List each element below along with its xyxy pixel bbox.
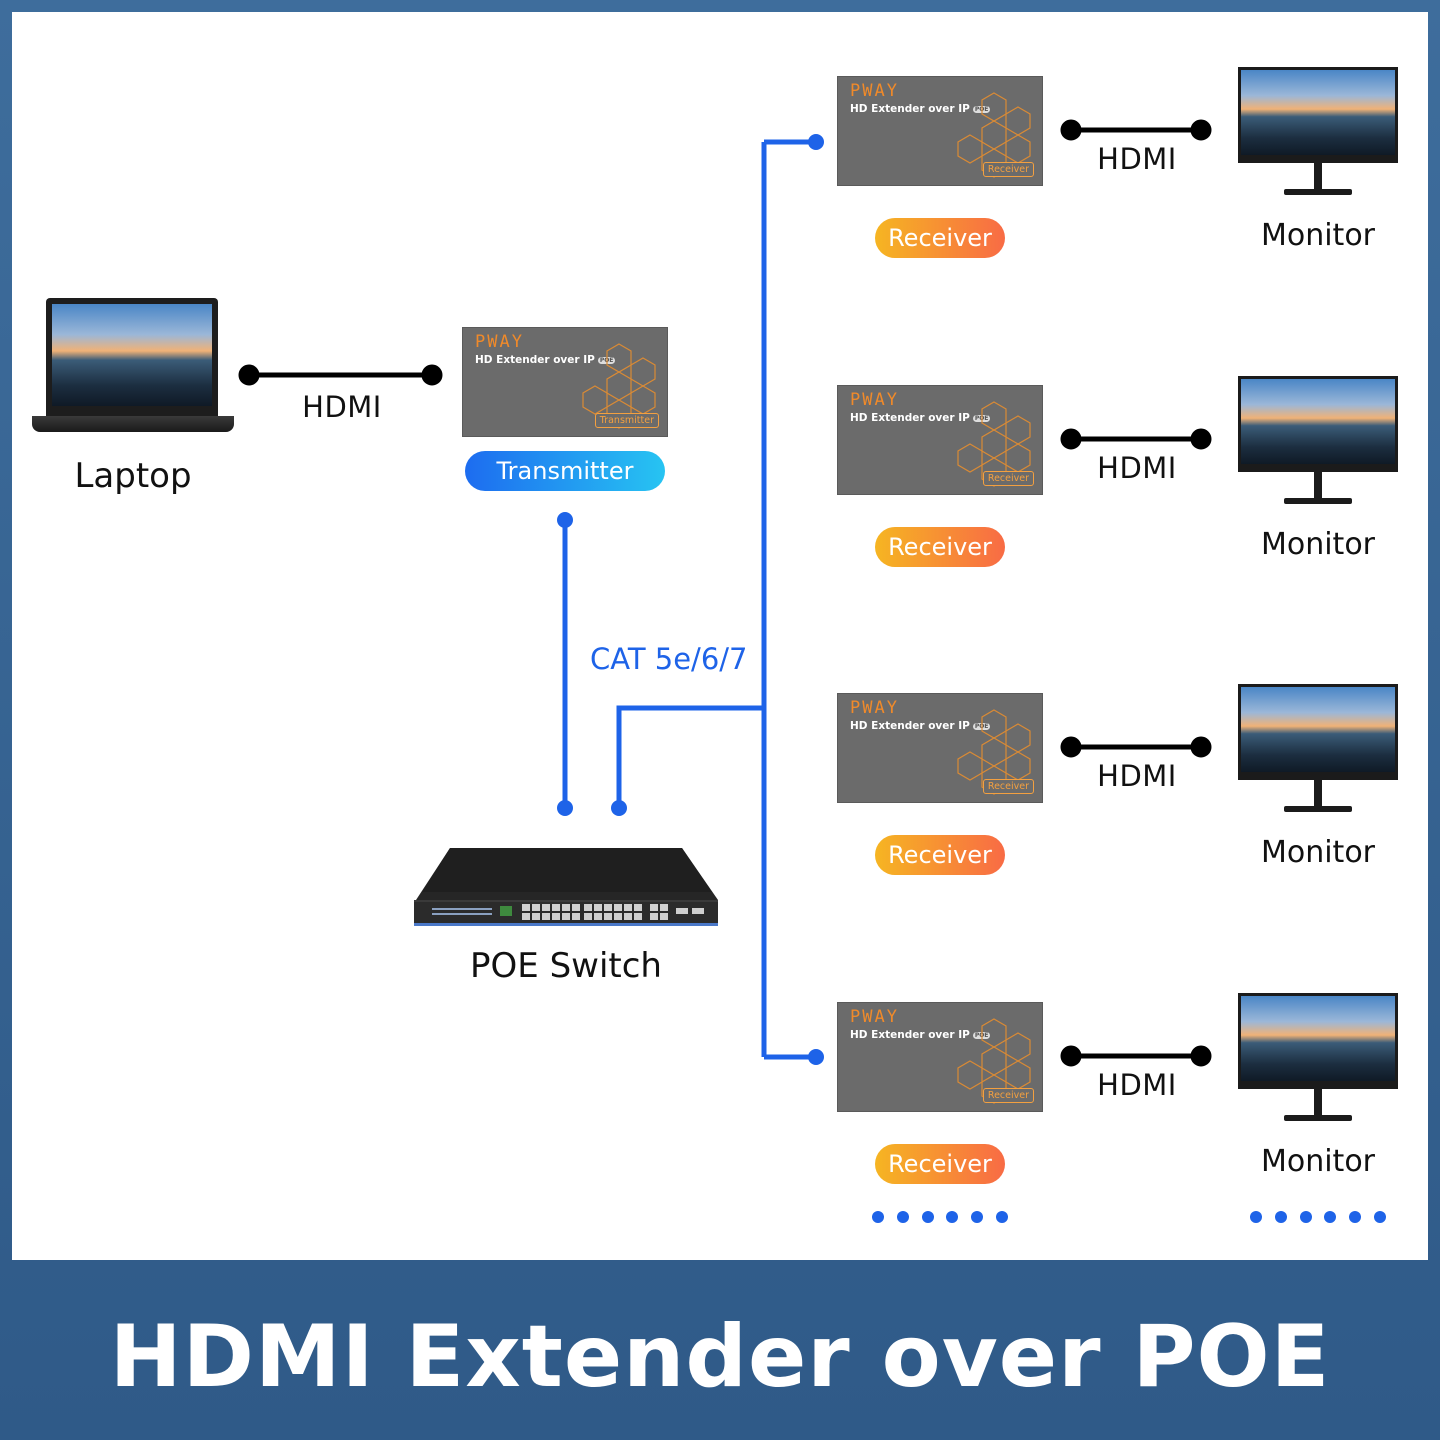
laptop-label: Laptop	[74, 456, 192, 496]
brand-logo: PWAY	[850, 1007, 899, 1027]
brand-logo: PWAY	[850, 81, 899, 101]
monitor-label: Monitor	[1260, 1144, 1376, 1179]
receiver-pill: Receiver	[875, 527, 1005, 567]
monitor-icon	[1238, 67, 1398, 197]
monitor-icon	[1238, 376, 1398, 506]
device-tag: Receiver	[982, 779, 1034, 794]
more-dots-icon	[872, 1211, 1386, 1223]
receiver-hdmi-label: HDMI	[1097, 1068, 1177, 1102]
receiver-hdmi-label: HDMI	[1097, 451, 1177, 485]
brand-logo: PWAY	[475, 332, 524, 352]
poe-switch-icon	[414, 848, 718, 926]
laptop-hdmi-label: HDMI	[302, 390, 382, 424]
monitor-label: Monitor	[1260, 527, 1376, 562]
monitor-icon	[1238, 993, 1398, 1123]
transmitter-pill: Transmitter	[465, 451, 665, 491]
monitor-label: Monitor	[1260, 218, 1376, 253]
cable-label: CAT 5e/6/7	[590, 642, 748, 676]
device-tag: Receiver	[982, 162, 1034, 177]
laptop-hdmi-line	[238, 364, 443, 386]
network-cable-dots	[557, 134, 824, 1065]
receiver-hdmi-label: HDMI	[1097, 759, 1177, 793]
receiver-hdmi-lines	[1060, 119, 1212, 1067]
switch-label: POE Switch	[470, 946, 662, 986]
receiver-hdmi-label: HDMI	[1097, 142, 1177, 176]
hexagon-pattern-icon	[957, 709, 1031, 795]
receiver-pill: Receiver	[875, 218, 1005, 258]
brand-logo: PWAY	[850, 390, 899, 410]
monitor-label: Monitor	[1260, 835, 1376, 870]
page-title: HDMI Extender over POE	[109, 1307, 1331, 1407]
brand-logo: PWAY	[850, 698, 899, 718]
laptop-icon	[32, 298, 234, 436]
monitor-icon	[1238, 684, 1398, 814]
device-tag: Transmitter	[594, 413, 659, 428]
receiver-pill: Receiver	[875, 1144, 1005, 1184]
device-tag: Receiver	[982, 1088, 1034, 1103]
network-cable-lines	[562, 139, 816, 1060]
device-tag: Receiver	[982, 471, 1034, 486]
receiver-pill: Receiver	[875, 835, 1005, 875]
